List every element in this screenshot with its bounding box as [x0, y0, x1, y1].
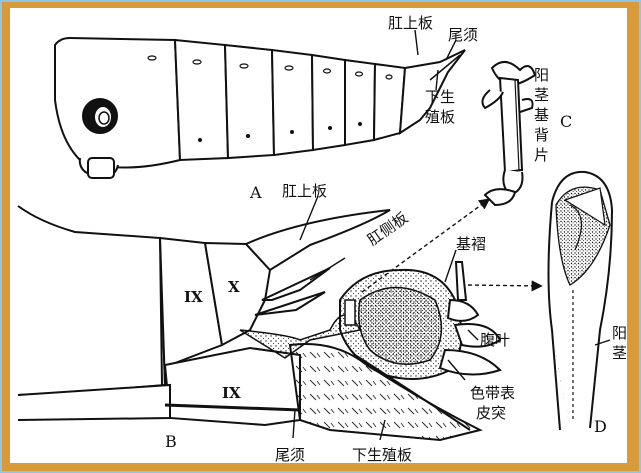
label-subgenital-top-line2: 殖板 [425, 108, 455, 126]
aedeagus-drawing [549, 172, 613, 430]
panel-label-a: A [249, 183, 262, 202]
label-colored-band-process: 色带表 皮突 [470, 384, 520, 422]
segment-ix-upper: IX [184, 288, 203, 306]
panel-label-d: D [594, 417, 607, 436]
label-cerci-top: 尾须 [448, 26, 478, 44]
label-anal-plate-mid: 肛上板 [282, 182, 327, 200]
segment-ix-lower: IX [222, 384, 241, 402]
lower-abdomen-drawing [18, 206, 500, 440]
label-anal-plate-top: 肛上板 [388, 14, 433, 32]
label-cerci-bottom: 尾须 [275, 446, 305, 464]
label-basal-fold: 基褶 [456, 235, 486, 253]
label-phallobase-dorsal: 阳 茎 基 背 片 [534, 66, 554, 164]
label-ventral-lobe: 腹叶 [480, 331, 510, 349]
top-abdomen-drawing [55, 38, 465, 178]
phallobase-drawing [482, 62, 535, 205]
panel-label-c: C [560, 112, 572, 131]
panel-label-b: B [165, 432, 177, 451]
segment-x-upper: X [228, 278, 240, 296]
label-aedeagus: 阳 茎 [612, 324, 632, 362]
label-subgenital-bottom: 下生殖板 [352, 446, 412, 464]
label-subgenital-top-line1: 下生 [425, 88, 455, 106]
